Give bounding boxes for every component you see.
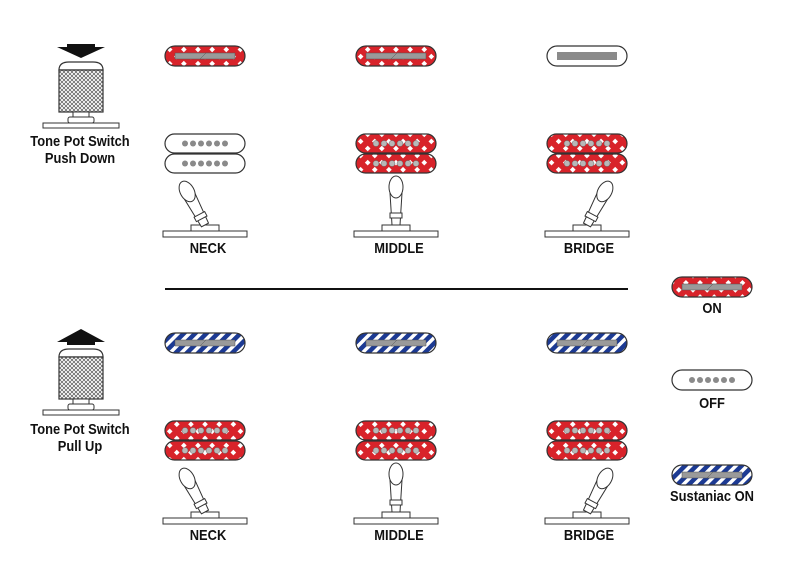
toggle-switch-pull-up-middle [353,462,439,525]
pot-label-push-line1: Tone Pot Switch [30,133,130,150]
humbucker-pickup-pull-up-neck [164,420,246,461]
toggle-switch-pull-up-neck [162,467,248,525]
toggle-switch-pull-up-bridge [544,467,630,525]
legend-pickup-off [671,369,753,391]
tone-pot-knob-pull-up-arrow-up-icon [57,329,105,345]
single-coil-pickup-push-down-bridge [546,45,628,67]
toggle-switch-push-down-middle [353,175,439,238]
position-label-neck-top: NECK [189,240,227,257]
humbucker-pickup-push-down-bridge [546,133,628,174]
single-coil-pickup-push-down-middle [355,45,437,67]
legend-pickup-on [671,276,753,298]
single-coil-pickup-pull-up-middle [355,332,437,354]
tone-pot-knob-pull-up [42,329,120,416]
humbucker-pickup-pull-up-middle [355,420,437,461]
legend-label-on: ON [702,300,722,317]
legend-label-sustaniac: Sustaniac ON [670,488,754,505]
position-label-bridge-top: BRIDGE [563,240,615,257]
humbucker-pickup-push-down-middle [355,133,437,174]
single-coil-pickup-pull-up-neck [164,332,246,354]
position-label-neck-bottom: NECK [189,527,227,544]
pot-label-pull: Tone Pot Switch Pull Up [28,421,131,455]
toggle-switch-push-down-bridge [544,180,630,238]
humbucker-pickup-push-down-neck [164,133,246,174]
position-label-bridge-bottom: BRIDGE [563,527,615,544]
tone-pot-knob-push-down-arrow-down-icon [57,44,105,58]
pot-label-push: Tone Pot Switch Push Down [28,133,131,167]
position-label-middle-top: MIDDLE [374,240,424,257]
tone-pot-knob-push-down [42,44,120,129]
single-coil-pickup-push-down-neck [164,45,246,67]
pot-label-push-line2: Push Down [44,150,116,167]
pot-label-pull-line2: Pull Up [57,438,103,455]
humbucker-pickup-pull-up-bridge [546,420,628,461]
pot-label-pull-line1: Tone Pot Switch [30,421,130,438]
single-coil-pickup-pull-up-bridge [546,332,628,354]
toggle-switch-push-down-neck [162,180,248,238]
legend-label-off: OFF [699,395,725,412]
legend-pickup-sustaniac [671,464,753,486]
position-label-middle-bottom: MIDDLE [374,527,424,544]
